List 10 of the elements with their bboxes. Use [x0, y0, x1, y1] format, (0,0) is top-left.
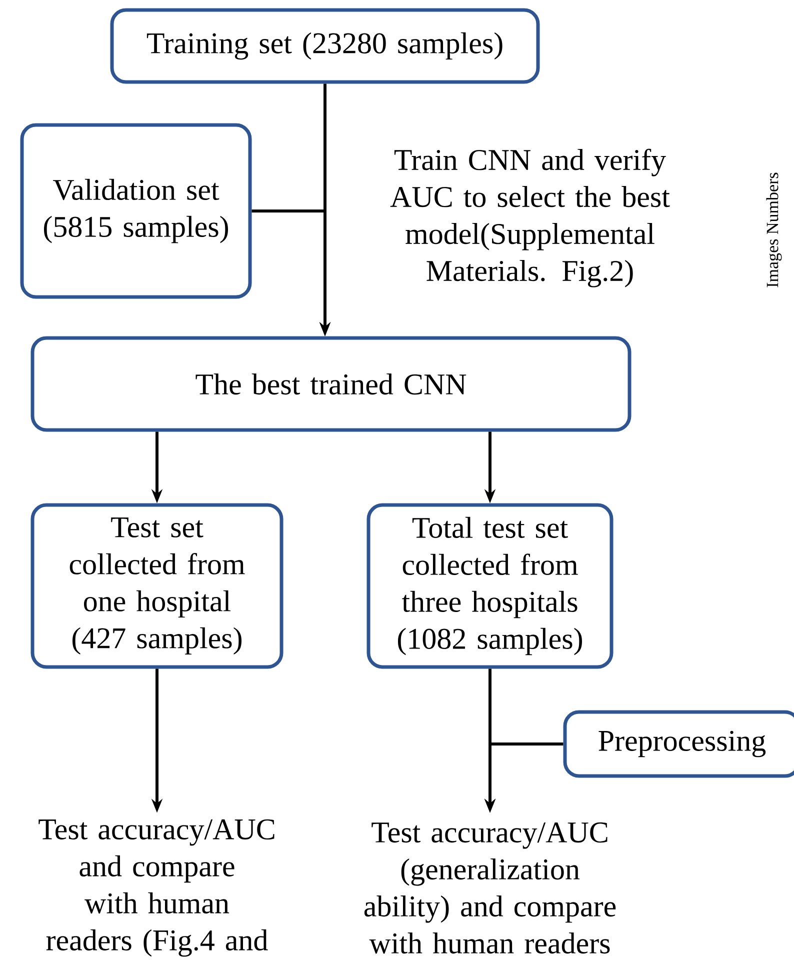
- result-text: Test accuracy/AUC and compare with human readers (Fig.4 and: [38, 819, 274, 957]
- process-box: Total test set collected from three hospitals (1082 samples): [366, 503, 614, 669]
- result-text: Test accuracy/AUC (generalization ability) and compare with human readers: [364, 822, 616, 954]
- process-box: Training set (23280 samples): [110, 8, 540, 84]
- edge-label: Train CNN and verify AUC to select the best model(Supplemental Materials. Fig.2): [390, 148, 670, 288]
- process-box: The best trained CNN: [30, 336, 632, 432]
- process-box: Validation set (5815 samples): [20, 123, 252, 299]
- process-box: Test set collected from one hospital (427 samples): [30, 503, 284, 669]
- axis-label: Images Numbers: [766, 172, 782, 288]
- process-box: Preprocessing: [563, 710, 794, 778]
